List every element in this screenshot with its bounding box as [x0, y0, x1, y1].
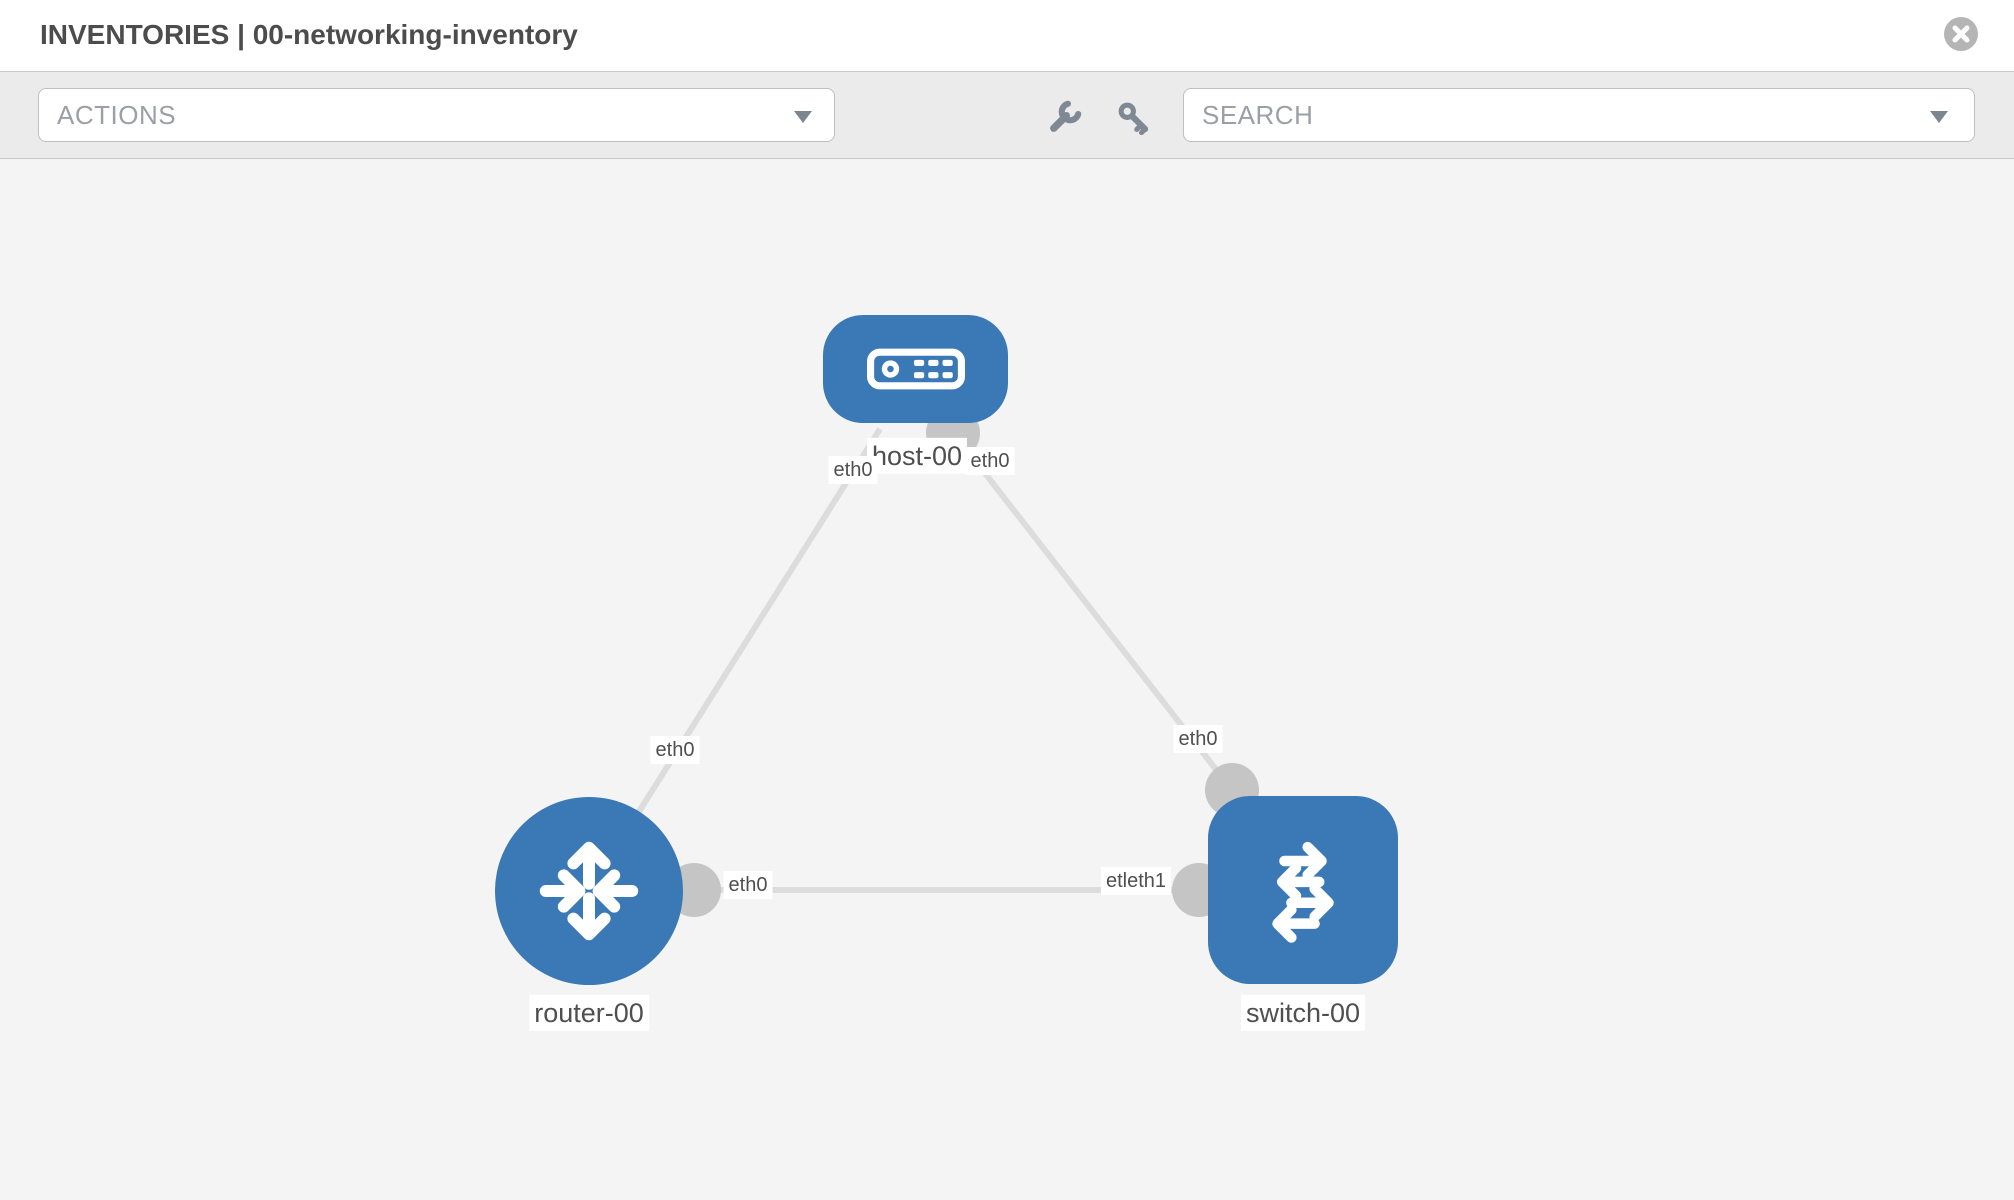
interface-label-host-left: eth0	[828, 456, 878, 484]
header: INVENTORIES | 00-networking-inventory	[0, 0, 2014, 71]
node-switch-00[interactable]	[1208, 796, 1398, 984]
host-server-icon	[866, 348, 965, 390]
interface-label-router-top: eth0	[650, 736, 700, 764]
search-dropdown[interactable]: SEARCH	[1183, 88, 1975, 142]
search-placeholder: SEARCH	[1202, 99, 1314, 130]
chevron-down-icon	[1930, 111, 1948, 123]
interface-label-host-right: eth0	[965, 447, 1015, 475]
close-button[interactable]	[1944, 17, 1978, 51]
node-label-switch: switch-00	[1240, 994, 1366, 1032]
node-label-host: host-00	[866, 437, 968, 475]
topology-links-layer	[586, 406, 1303, 917]
node-router-00[interactable]	[495, 797, 683, 985]
actions-dropdown[interactable]: ACTIONS	[38, 88, 835, 142]
chevron-down-icon	[794, 111, 812, 123]
toolbar: ACTIONS SEARCH	[0, 71, 2014, 159]
interface-label-switch-top: eth0	[1173, 725, 1223, 753]
page-title: INVENTORIES | 00-networking-inventory	[40, 19, 578, 50]
key-icon	[1118, 102, 1149, 136]
actions-dropdown-label: ACTIONS	[57, 99, 177, 130]
wrench-icon	[1050, 100, 1082, 132]
topology-canvas[interactable]: host-00 router-00 switch-00 eth0 eth0 et…	[0, 159, 2014, 1200]
key-button[interactable]	[1115, 99, 1153, 137]
router-icon	[539, 841, 639, 941]
switch-icon	[1272, 841, 1334, 943]
node-host-00[interactable]	[823, 315, 1008, 423]
interface-label-router-right: eth0	[723, 871, 773, 899]
close-icon	[1944, 17, 1978, 51]
wrench-button[interactable]	[1045, 99, 1083, 137]
interface-label-switch-left: etleth1	[1100, 867, 1172, 895]
node-label-router: router-00	[529, 994, 649, 1032]
